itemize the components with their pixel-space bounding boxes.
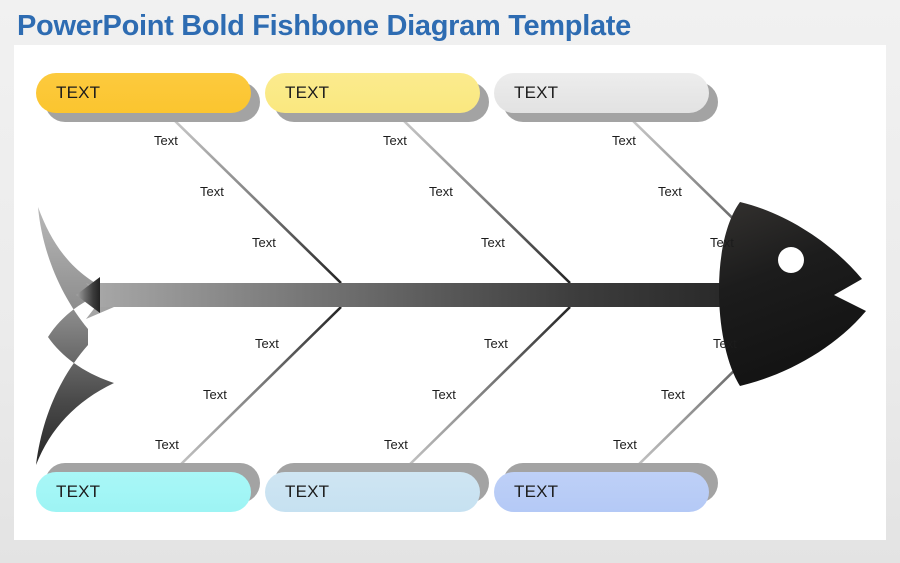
category-box-label: TEXT	[514, 83, 559, 102]
page-title: PowerPoint Bold Fishbone Diagram Templat…	[17, 10, 631, 42]
cause-label-bottom-1-3[interactable]: Text	[155, 437, 179, 452]
category-box-body[interactable]	[36, 472, 251, 512]
category-box-bottom-1[interactable]: TEXT	[36, 463, 260, 512]
fish-tail	[36, 207, 114, 465]
fish-spine-arrow	[76, 277, 100, 313]
category-box-bottom-3[interactable]: TEXT	[494, 463, 718, 512]
category-box-label: TEXT	[285, 83, 330, 102]
category-box-label: TEXT	[285, 482, 330, 501]
cause-label-bottom-3-2[interactable]: Text	[661, 387, 685, 402]
category-box-label: TEXT	[56, 482, 101, 501]
bone-lines-top	[171, 117, 800, 284]
diagram-canvas-card: Text Text Text Text Text Text Text Text …	[14, 45, 886, 540]
cause-label-top-1-3[interactable]: Text	[252, 235, 276, 250]
cause-label-top-2-2[interactable]: Text	[429, 184, 453, 199]
cause-label-top-2-1[interactable]: Text	[383, 133, 407, 148]
cause-label-top-1-2[interactable]: Text	[200, 184, 224, 199]
cause-label-bottom-2-2[interactable]: Text	[432, 387, 456, 402]
bone-lines-bottom	[171, 306, 800, 474]
cause-label-bottom-2-1[interactable]: Text	[484, 336, 508, 351]
category-box-top-1[interactable]: TEXT	[36, 73, 260, 122]
cause-label-bottom-1-2[interactable]: Text	[203, 387, 227, 402]
category-box-body[interactable]	[494, 472, 709, 512]
category-box-top-3[interactable]: TEXT	[494, 73, 718, 122]
bone-line-bottom-1	[171, 306, 342, 474]
category-box-body[interactable]	[265, 73, 480, 113]
category-box-label: TEXT	[56, 83, 101, 102]
category-box-bottom-2[interactable]: TEXT	[265, 463, 489, 512]
cause-label-bottom-1-1[interactable]: Text	[255, 336, 279, 351]
category-box-top-2[interactable]: TEXT	[265, 73, 489, 122]
cause-label-bottom-2-3[interactable]: Text	[384, 437, 408, 452]
cause-label-bottom-3-3[interactable]: Text	[613, 437, 637, 452]
fish-head	[718, 202, 866, 386]
cause-label-top-3-3[interactable]: Text	[710, 235, 734, 250]
bone-line-top-1	[171, 117, 342, 284]
cause-label-top-2-3[interactable]: Text	[481, 235, 505, 250]
fish-spine-bar	[100, 283, 780, 307]
cause-label-bottom-3-1[interactable]: Text	[713, 336, 737, 351]
cause-label-top-3-1[interactable]: Text	[612, 133, 636, 148]
cause-label-top-3-2[interactable]: Text	[658, 184, 682, 199]
cause-label-top-1-1[interactable]: Text	[154, 133, 178, 148]
category-box-body[interactable]	[36, 73, 251, 113]
fish-eye	[778, 247, 804, 273]
category-box-body[interactable]	[265, 472, 480, 512]
bone-line-bottom-2	[400, 306, 571, 474]
bone-line-top-2	[400, 117, 571, 284]
fishbone-diagram	[36, 117, 866, 474]
category-box-body[interactable]	[494, 73, 709, 113]
category-box-label: TEXT	[514, 482, 559, 501]
